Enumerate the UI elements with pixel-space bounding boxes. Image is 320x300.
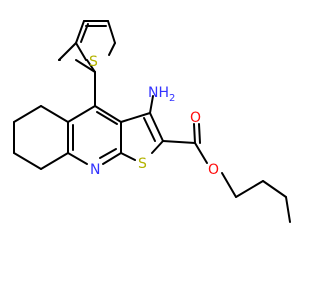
bond	[80, 23, 89, 43]
bond	[143, 117, 156, 142]
bond-lines	[13, 20, 291, 223]
bond	[262, 180, 287, 198]
amino-group-label: NH2	[148, 85, 175, 104]
bond	[75, 20, 85, 44]
bond	[94, 105, 122, 123]
bond	[108, 42, 116, 56]
structure-drawing: S NH2 O N S O	[13, 20, 291, 223]
bond	[149, 95, 154, 114]
bond	[13, 105, 42, 123]
molecule-canvas: S NH2 O N S O	[13, 20, 291, 223]
bond	[221, 172, 237, 198]
amino-subscript-label: 2	[169, 93, 175, 104]
bond	[86, 59, 96, 73]
carbonyl-oxygen-label: O	[190, 110, 201, 126]
bond	[107, 20, 116, 44]
bond	[75, 59, 96, 73]
pyridine-nitrogen-label: N	[90, 162, 100, 178]
bond	[151, 140, 164, 154]
thiophene-sulfur-label: S	[89, 54, 98, 70]
amino-nh-label: NH	[148, 85, 169, 101]
bond	[96, 111, 118, 125]
bond	[194, 142, 208, 164]
bond	[67, 152, 88, 165]
bond	[120, 152, 136, 161]
bond	[58, 42, 77, 61]
bond	[235, 180, 264, 198]
fused-thiophene-sulfur-label: S	[138, 156, 147, 172]
bond	[162, 140, 196, 144]
bond	[99, 148, 117, 159]
bond	[40, 152, 69, 170]
bond	[149, 112, 164, 142]
bond	[67, 105, 96, 123]
ether-oxygen-label: O	[208, 162, 219, 178]
bond	[75, 42, 87, 61]
bond	[13, 152, 42, 170]
bond-lines-extra	[75, 59, 96, 73]
bond	[285, 196, 291, 223]
bond	[120, 112, 151, 123]
bond	[198, 123, 201, 144]
bond	[40, 105, 69, 123]
bond	[193, 123, 196, 144]
bond	[102, 152, 122, 165]
